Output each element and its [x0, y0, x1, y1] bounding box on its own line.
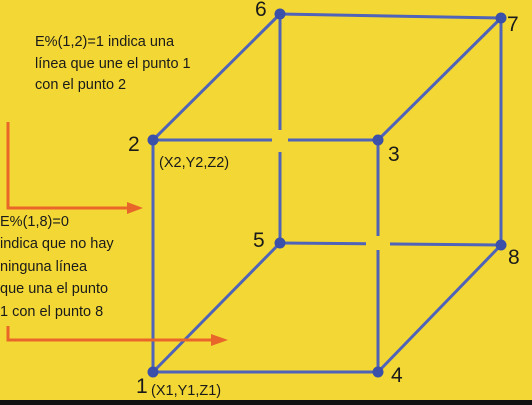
arrow-to-missing-line-1-8 — [6, 326, 228, 346]
bottom-border — [0, 400, 532, 405]
edge-4-8 — [376, 243, 503, 374]
label-point-2: 2 — [128, 133, 140, 156]
annotation-line-1-2: E%(1,2)=1 indica una línea que une el pu… — [35, 34, 191, 93]
annotation-2-line-4: que una el punto — [0, 281, 108, 297]
annotation-line-1-8: E%(1,8)=0 indica que no hay ninguna líne… — [0, 214, 114, 320]
vertex-5 — [274, 237, 286, 249]
vertex-2 — [147, 134, 159, 146]
label-point-4: 4 — [391, 364, 403, 387]
label-point-3: 3 — [388, 143, 400, 166]
hidden-line-gaps — [272, 130, 390, 250]
edge-2-6 — [151, 12, 282, 142]
edge-6-7 — [278, 12, 503, 20]
annotation-2-line-2: indica que no hay — [0, 236, 114, 252]
annotation-1-line-2: línea que une el punto 1 — [35, 56, 191, 72]
arrow-to-edge-1-2 — [6, 122, 143, 214]
vertex-1 — [147, 366, 159, 378]
cube-edges — [151, 12, 503, 374]
label-point-8: 8 — [508, 246, 520, 269]
arrowhead-right-icon — [127, 202, 143, 214]
annotation-2-line-5: 1 con el punto 8 — [0, 304, 103, 320]
arrowhead-right-icon — [211, 334, 228, 346]
coord-label-point-2: (X2,Y2,Z2) — [159, 155, 229, 171]
vertex-3 — [372, 134, 384, 146]
vertex-8 — [495, 239, 507, 251]
label-point-6: 6 — [255, 0, 267, 21]
label-point-7: 7 — [507, 13, 519, 36]
vertex-7 — [495, 12, 507, 24]
edge-3-7 — [376, 16, 503, 142]
annotation-1-line-1: E%(1,2)=1 indica una — [35, 34, 175, 50]
edge-5-8 — [278, 241, 503, 247]
label-point-1: 1 — [136, 375, 148, 398]
vertex-6 — [274, 8, 286, 20]
gap-6-5-behind-2-3 — [272, 130, 288, 152]
annotation-1-line-3: con el punto 2 — [35, 77, 126, 93]
label-point-5: 5 — [253, 229, 265, 252]
annotation-2-line-1: E%(1,8)=0 — [0, 214, 69, 230]
vertex-4 — [372, 366, 384, 378]
edge-1-5 — [151, 241, 282, 374]
coord-label-point-1: (X1,Y1,Z1) — [151, 383, 221, 399]
annotation-2-line-3: ninguna línea — [0, 259, 88, 275]
gap-5-8-behind-3-4 — [366, 236, 390, 250]
vertices — [147, 8, 507, 378]
